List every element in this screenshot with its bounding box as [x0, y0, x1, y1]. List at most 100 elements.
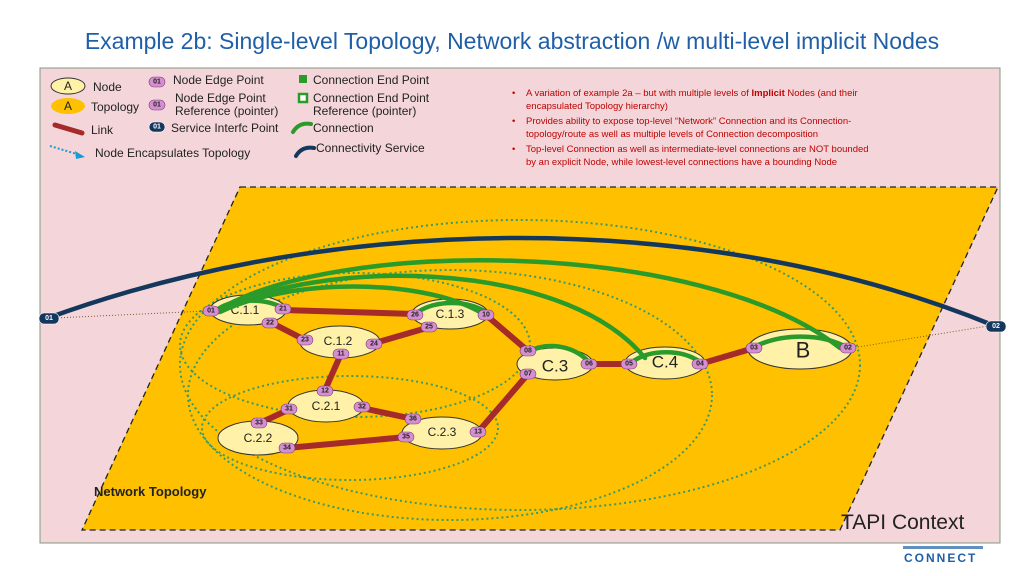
node-label-c21: C.2.1	[312, 399, 341, 413]
legend-sip-badge	[148, 121, 166, 133]
nep-33[interactable]: 33	[250, 417, 268, 429]
nep-13[interactable]: 13	[469, 426, 487, 438]
legend-node-symbol-text: A	[64, 79, 72, 93]
nep-08[interactable]: 08	[519, 345, 537, 357]
nep-35[interactable]: 35	[397, 431, 415, 443]
legend-sip-label: Service Interfc Point	[171, 121, 279, 135]
link-c11-c13	[280, 307, 418, 317]
nep-12[interactable]: 12	[316, 385, 334, 397]
legend-cep-ref-label-2: Reference (pointer)	[313, 104, 416, 118]
legend-nep-ref-label-2: Reference (pointer)	[175, 104, 278, 118]
nep-01[interactable]: 01	[202, 305, 220, 317]
encapsulation-ellipses	[179, 219, 861, 521]
connection-outer	[212, 258, 843, 351]
nep-badges: 01 21 22 26 25 10 23 24 11 12 31 32 33 3…	[202, 303, 857, 454]
nep-04[interactable]: 04	[691, 358, 709, 370]
svg-text:07: 07	[524, 371, 532, 378]
note-1-line-2: encapsulated Topology hierarchy)	[526, 101, 668, 112]
legend-encapsulates-label: Node Encapsulates Topology	[95, 146, 250, 160]
svg-text:34: 34	[283, 445, 291, 452]
nep-22[interactable]: 22	[261, 317, 279, 329]
svg-text:21: 21	[279, 306, 287, 313]
svg-text:23: 23	[301, 337, 309, 344]
node-label-c12: C.1.2	[324, 334, 353, 348]
svg-text:•: •	[512, 88, 515, 99]
tapi-context-label: TAPI Context	[841, 511, 964, 534]
svg-text:01: 01	[153, 124, 161, 131]
encap-ellipse-mid	[187, 269, 713, 521]
svg-text:13: 13	[474, 429, 482, 436]
svg-text:02: 02	[844, 345, 852, 352]
link-c23-c3	[475, 371, 531, 435]
note-3-line-1: Top-level Connection as well as intermed…	[526, 144, 869, 155]
link-c4-b	[697, 345, 757, 367]
nep-02[interactable]: 02	[839, 342, 857, 354]
legend-cep-ref-symbol	[297, 92, 309, 104]
page-title: Example 2b: Single-level Topology, Netwo…	[84, 28, 940, 54]
nep-10[interactable]: 10	[477, 309, 495, 321]
svg-text:11: 11	[337, 351, 345, 358]
svg-text:26: 26	[411, 312, 419, 319]
nep-36[interactable]: 36	[404, 413, 422, 425]
link-c13-c3	[483, 312, 531, 354]
node-label-c3: C.3	[542, 357, 568, 376]
sip-right[interactable]: 02	[985, 320, 1007, 333]
note-2-line-2: topology/route as well as multiple level…	[526, 129, 818, 140]
connectivity-service	[45, 235, 998, 329]
legend-cep-symbol	[299, 75, 307, 83]
legend-connection-symbol	[291, 121, 313, 134]
legend-link-label: Link	[91, 123, 114, 137]
legend-node-symbol	[50, 77, 86, 95]
note-2-line-1: Provides ability to expose top-level “Ne…	[526, 116, 851, 127]
legend-cep-label: Connection End Point	[313, 73, 430, 87]
sip-right-label: 02	[992, 323, 1000, 330]
svg-text:12: 12	[321, 388, 329, 395]
legend-nep-badge	[148, 76, 166, 88]
nep-26[interactable]: 26	[406, 309, 424, 321]
svg-text:10: 10	[482, 312, 490, 319]
encap-ellipse-c1	[179, 272, 531, 418]
legend-nep-ref-label-1: Node Edge Point	[175, 91, 266, 105]
svg-text:25: 25	[425, 324, 433, 331]
svg-text:35: 35	[402, 434, 410, 441]
nep-25[interactable]: 25	[420, 321, 438, 333]
logo-text: CONNECT	[904, 551, 977, 565]
nep-11[interactable]: 11	[332, 348, 350, 360]
nep-05[interactable]: 05	[620, 358, 638, 370]
onf-logo: CONNECT	[903, 546, 983, 565]
svg-text:01: 01	[153, 79, 161, 86]
legend-topology-symbol	[51, 98, 85, 114]
nep-06[interactable]: 06	[580, 358, 598, 370]
nep-21[interactable]: 21	[274, 303, 292, 315]
node-labels: C.1.1 C.1.3 C.1.2 C.2.1 C.2.2 C.2.3 C.3 …	[231, 303, 811, 445]
legend-topology-symbol-text: A	[64, 99, 72, 113]
note-3-line-2: by an explicit Node, while lowest-level …	[526, 157, 837, 168]
legend-connectivity-service-symbol	[294, 145, 316, 158]
link-c12-c21	[322, 351, 344, 393]
link-c22-c23	[284, 434, 409, 451]
node-label-b: B	[796, 338, 811, 363]
sip-left[interactable]: 01	[38, 312, 60, 325]
nep-34[interactable]: 34	[278, 442, 296, 454]
nep-24[interactable]: 24	[365, 338, 383, 350]
svg-text:24: 24	[370, 341, 378, 348]
nep-23[interactable]: 23	[296, 334, 314, 346]
svg-text:06: 06	[585, 361, 593, 368]
link-c21-c23	[359, 405, 416, 422]
nep-31[interactable]: 31	[280, 403, 298, 415]
nep-07[interactable]: 07	[519, 368, 537, 380]
connection-c13	[415, 300, 489, 315]
sip-reference-lines	[54, 310, 989, 349]
connection-mid-1	[215, 273, 648, 361]
arrow-head-icon	[75, 151, 85, 159]
encap-ellipse-outer	[179, 219, 861, 511]
svg-text:01: 01	[207, 308, 215, 315]
svg-text:03: 03	[750, 345, 758, 352]
nep-03[interactable]: 03	[745, 342, 763, 354]
svg-text:33: 33	[255, 420, 263, 427]
svg-text:08: 08	[524, 348, 532, 355]
nep-32[interactable]: 32	[353, 401, 371, 413]
legend-cep-ref-label-1: Connection End Point	[313, 91, 430, 105]
legend-encapsulates-arrow	[49, 145, 81, 156]
